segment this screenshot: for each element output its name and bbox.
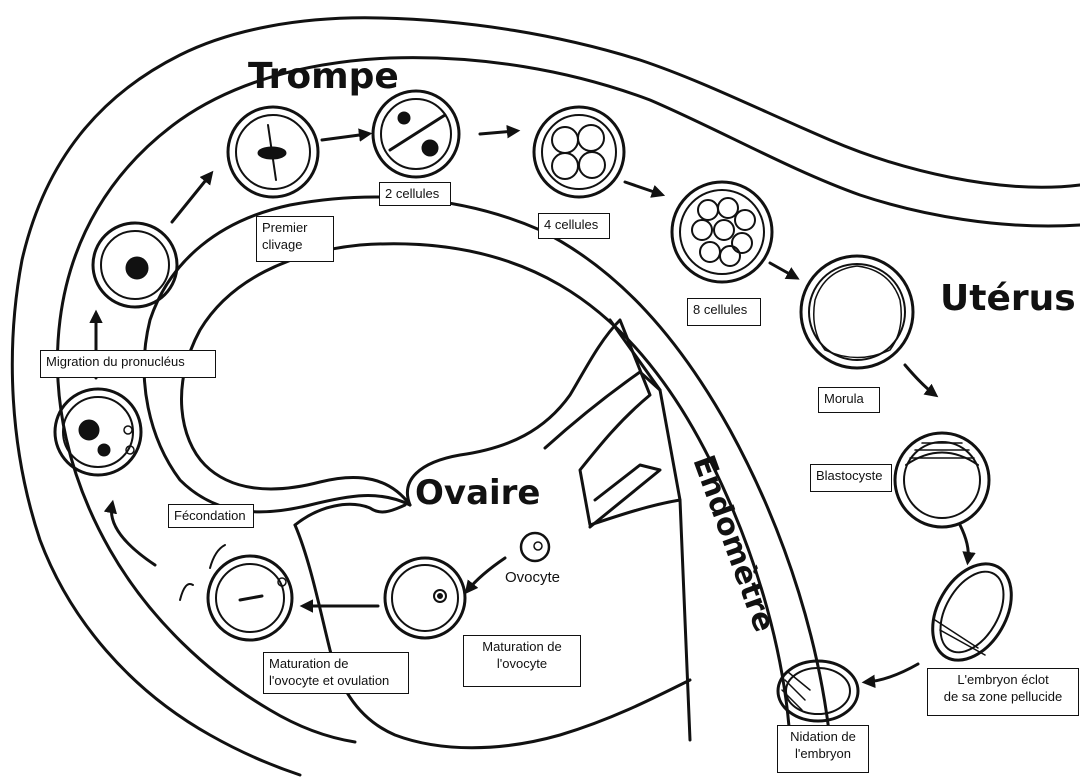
label-nidation: Nidation de l'embryon xyxy=(777,725,869,773)
cell-maturation xyxy=(383,556,467,640)
label-morula: Morula xyxy=(818,387,880,413)
ovary-outline xyxy=(406,318,692,742)
lumen-line-inner xyxy=(180,242,792,742)
cell-two-cells xyxy=(371,89,461,179)
ovary-body xyxy=(293,523,692,750)
cell-premier-clivage xyxy=(226,105,320,199)
label-8-cellules: 8 cellules xyxy=(687,298,761,326)
label-eclosion: L'embryon éclot de sa zone pellucide xyxy=(927,668,1079,716)
arrow-5 xyxy=(478,124,521,139)
label-4-cellules: 4 cellules xyxy=(538,213,610,239)
arrow-6 xyxy=(623,180,666,198)
cell-ovocyte xyxy=(519,531,551,563)
label-premier-clivage: Premier clivage xyxy=(256,216,334,262)
arrow-1 xyxy=(103,499,157,567)
label-fecondation: Fécondation xyxy=(168,504,254,528)
cell-pronucleus xyxy=(91,221,179,309)
arrow-4 xyxy=(320,128,373,142)
label-maturation-ovulation: Maturation de l'ovocyte et ovulation xyxy=(263,652,409,694)
label-2-cellules: 2 cellules xyxy=(379,182,451,206)
label-ovocyte: Ovocyte xyxy=(505,569,561,586)
arrow-10 xyxy=(861,662,920,689)
cell-ovulation xyxy=(179,544,294,642)
tube-outer-wall xyxy=(10,16,1080,777)
label-maturation-ovocyte: Maturation de l'ovocyte xyxy=(463,635,581,687)
ligament-1 xyxy=(588,463,662,529)
label-blastocyste: Blastocyste xyxy=(810,464,892,492)
cell-nidation xyxy=(776,659,860,723)
arrow-8 xyxy=(903,363,939,398)
ligament-2 xyxy=(543,370,662,450)
arrow-11 xyxy=(464,556,507,595)
arrow-9 xyxy=(958,523,976,566)
arrow-3 xyxy=(170,170,214,224)
cell-fecondation xyxy=(53,387,143,477)
tube-inner-wall xyxy=(55,56,1080,744)
region-trompe: Trompe xyxy=(248,56,399,97)
ovary-lobe xyxy=(293,502,407,527)
region-uterus: Utérus xyxy=(940,278,1076,319)
arrow-7 xyxy=(768,261,800,280)
cell-four-cells xyxy=(532,105,626,199)
cell-eclosion xyxy=(931,562,1013,662)
cell-eight-cells xyxy=(670,180,774,284)
ligament-3 xyxy=(608,318,682,502)
cell-blastocyste xyxy=(893,431,991,529)
region-ovaire: Ovaire xyxy=(415,473,541,513)
cell-morula xyxy=(799,254,915,370)
region-endometre: Endomètre xyxy=(685,451,781,637)
label-migration: Migration du pronucléus xyxy=(40,350,216,378)
